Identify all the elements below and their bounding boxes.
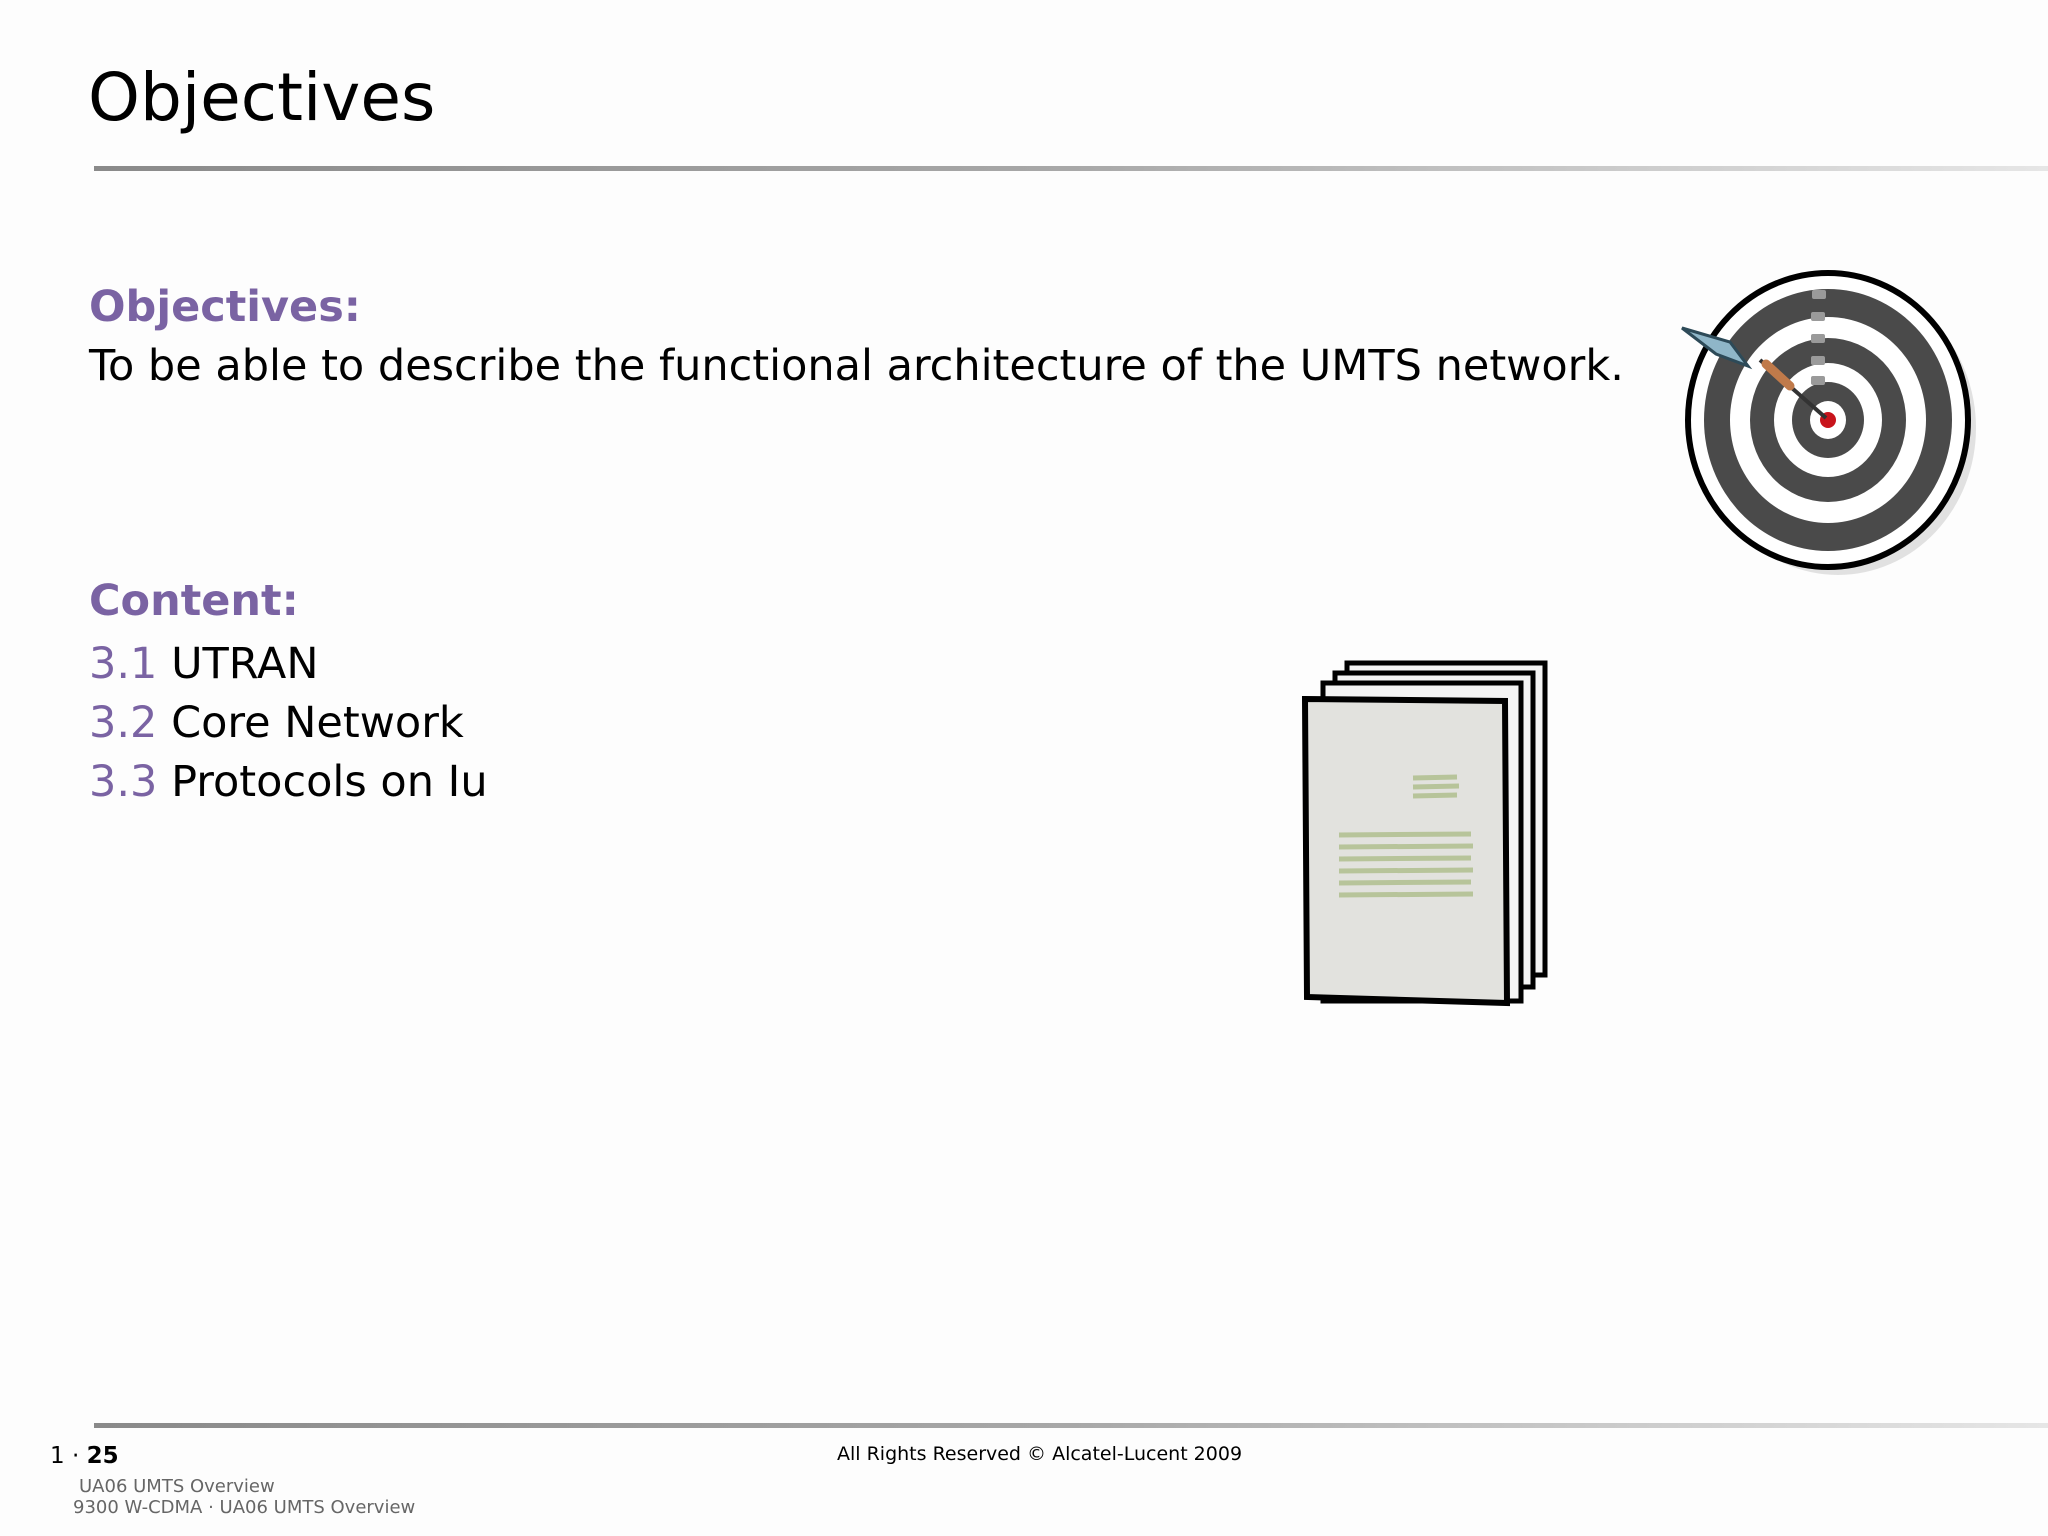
content-list: 3.1 UTRAN 3.2 Core Network 3.3 Protocols… [89, 635, 488, 812]
content-item-number: 3.2 [89, 698, 158, 748]
content-heading: Content: [89, 576, 299, 626]
footer-divider [94, 1423, 2048, 1428]
page-separator: · [71, 1443, 80, 1469]
content-item-label: UTRAN [171, 639, 319, 689]
course-subtitle: 9300 W-CDMA · UA06 UMTS Overview [73, 1497, 416, 1518]
objective-text: To be able to describe the functional ar… [89, 341, 1624, 391]
document-stack-icon [1301, 660, 1548, 1007]
page-index: 25 [86, 1443, 119, 1469]
content-item-label: Protocols on Iu [171, 757, 488, 807]
objectives-heading: Objectives: [89, 282, 362, 332]
course-title: UA06 UMTS Overview [79, 1476, 275, 1497]
dartboard-target-icon [1681, 270, 1976, 575]
chapter-number: 1 [50, 1443, 65, 1469]
page-number: 1 · 25 [50, 1443, 119, 1469]
content-item-number: 3.1 [89, 639, 158, 689]
content-item-label: Core Network [171, 698, 464, 748]
content-item: 3.1 UTRAN [89, 635, 488, 694]
title-divider [94, 166, 2048, 171]
content-item-number: 3.3 [89, 757, 158, 807]
content-item: 3.3 Protocols on Iu [89, 753, 488, 812]
content-item: 3.2 Core Network [89, 694, 488, 753]
copyright-notice: All Rights Reserved © Alcatel-Lucent 200… [837, 1443, 1243, 1465]
slide-title: Objectives [88, 59, 436, 136]
